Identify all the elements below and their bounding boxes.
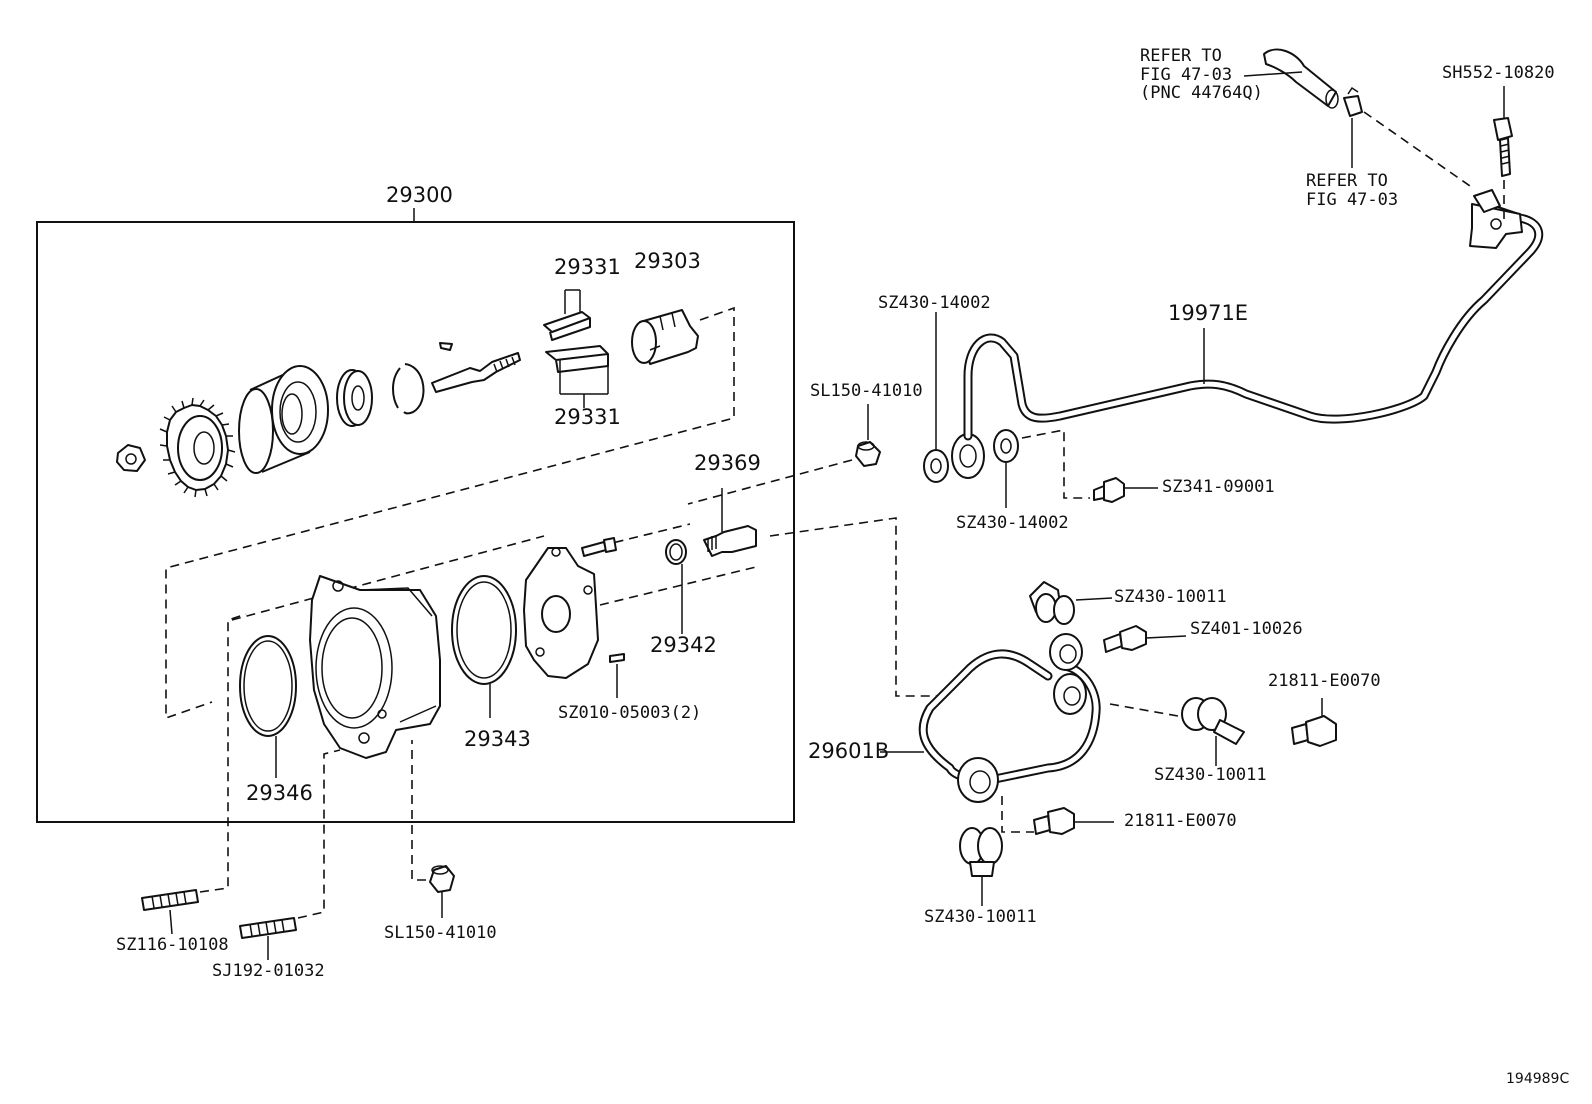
vane-29331-top[interactable]	[543, 289, 591, 341]
banjo-union-upper[interactable]	[951, 433, 985, 479]
label-29343: 29343	[464, 727, 531, 751]
label-sz010: SZ010-05003(2)	[558, 703, 702, 723]
pin-sz010[interactable]	[609, 653, 625, 698]
rotor-housing[interactable]	[238, 365, 329, 474]
label-29300: 29300	[386, 183, 453, 207]
snap-ring[interactable]	[392, 363, 425, 415]
label-sl150-top: SL150-41010	[810, 381, 923, 401]
clip-sz430-10011-b[interactable]	[1109, 697, 1245, 766]
assembly-29300-box	[36, 208, 795, 823]
label-sz430-10011-a: SZ430-10011	[1114, 587, 1227, 607]
label-29331-bottom: 29331	[554, 405, 621, 429]
bolt-21811-top[interactable]	[1291, 698, 1337, 747]
label-sz401: SZ401-10026	[1190, 619, 1303, 639]
pipe-bracket[interactable]	[1469, 189, 1523, 249]
label-sz430-14002-top: SZ430-14002	[878, 293, 991, 313]
label-21811-top: 21811-E0070	[1268, 671, 1381, 691]
o-ring-29346[interactable]	[239, 635, 297, 778]
vane-29331-bottom[interactable]	[545, 345, 609, 408]
label-sz430-14002-bottom: SZ430-14002	[956, 513, 1069, 533]
label-29342: 29342	[650, 633, 717, 657]
washer-sz430-14002-bottom[interactable]	[993, 429, 1019, 508]
nut-sl150-top[interactable]	[687, 404, 881, 505]
label-sh552: SH552-10820	[1442, 63, 1555, 83]
label-sz430-10011-b: SZ430-10011	[1154, 765, 1267, 785]
o-ring-29343[interactable]	[451, 575, 517, 718]
banjo-union-lower-left[interactable]	[957, 757, 999, 803]
rotor-29303[interactable]	[631, 309, 699, 365]
label-sz341: SZ341-09001	[1162, 477, 1275, 497]
bolt-sz341[interactable]	[1093, 477, 1158, 503]
lower-guide-line	[769, 517, 942, 697]
pump-shaft[interactable]	[431, 342, 521, 393]
clip-sz430-10011-a[interactable]	[1029, 581, 1113, 625]
label-sz116: SZ116-10108	[116, 935, 229, 955]
cover-bolt[interactable]	[581, 537, 617, 557]
washer-sz430-14002-top[interactable]	[923, 312, 949, 483]
label-29331-top: 29331	[554, 255, 621, 279]
pump-housing[interactable]	[309, 575, 441, 759]
vacuum-hose-ref[interactable]	[1243, 48, 1339, 109]
label-sz430-10011-c: SZ430-10011	[924, 907, 1037, 927]
label-29346: 29346	[246, 781, 313, 805]
label-refer-clamp: REFER TO FIG 47-03	[1306, 171, 1399, 210]
label-sj192: SJ192-01032	[212, 961, 325, 981]
vacuum-pipe-19971e[interactable]	[963, 205, 1544, 441]
clip-sz430-10011-c[interactable]	[959, 827, 1003, 906]
end-cover[interactable]	[523, 547, 599, 679]
nut[interactable]	[116, 444, 146, 472]
bolt-sz401[interactable]	[1103, 625, 1187, 653]
label-sl150-bottom: SL150-41010	[384, 923, 497, 943]
label-19971e: 19971E	[1168, 301, 1249, 325]
figure-code: 194989C	[1506, 1071, 1570, 1087]
check-valve-29369[interactable]	[703, 488, 757, 557]
label-29601b: 29601B	[808, 739, 890, 763]
label-21811-bottom: 21811-E0070	[1124, 811, 1237, 831]
bolt-sh552[interactable]	[1493, 86, 1513, 220]
nut-sl150-bottom[interactable]	[411, 740, 455, 918]
drive-gear[interactable]	[159, 397, 236, 498]
assembly-guide-lines	[165, 306, 761, 720]
bearing[interactable]	[336, 369, 373, 427]
stud-sj192[interactable]	[239, 749, 341, 960]
label-refer-hose: REFER TO FIG 47-03 (PNC 44764Q)	[1140, 46, 1263, 104]
bolt-21811-bottom[interactable]	[1001, 796, 1114, 835]
label-29303: 29303	[634, 249, 701, 273]
label-29369: 29369	[694, 451, 761, 475]
stud-sz116[interactable]	[141, 613, 247, 935]
hose-clamp-ref[interactable]	[1343, 86, 1471, 187]
banjo-union-lower-right[interactable]	[1049, 633, 1087, 715]
washer-29342[interactable]	[665, 539, 687, 634]
